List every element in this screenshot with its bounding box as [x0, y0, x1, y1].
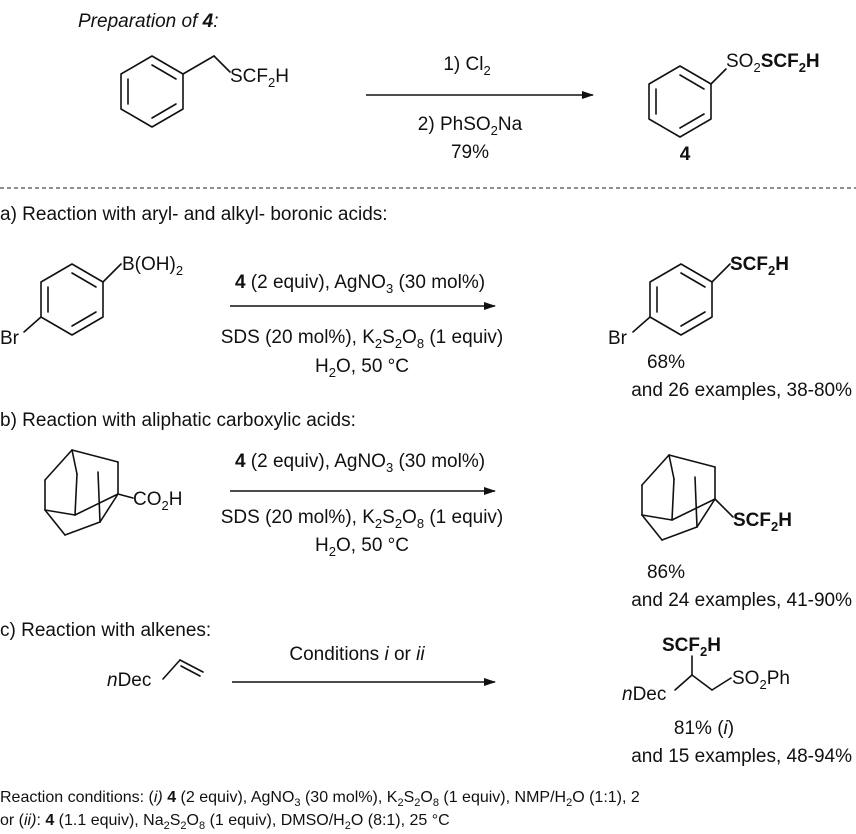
alkene-product-bonds — [674, 655, 732, 691]
c-s-bond-a — [711, 263, 731, 283]
a-cond-below-1: SDS (20 mol%), K2S2O8 (1 equiv) — [221, 327, 504, 351]
prep-product-group: SO2SCF2H — [726, 51, 820, 75]
benzene-ring-prep-sm — [120, 55, 184, 128]
footnote-line-1: Reaction conditions: (i) 4 (2 equiv), Ag… — [0, 789, 640, 809]
ch2-s-bond — [213, 55, 231, 73]
c-b-bond — [102, 263, 122, 283]
a-sm-br: Br — [0, 328, 20, 349]
c-examples: and 15 examples, 48-94% — [631, 746, 852, 767]
c-s-bond-b — [714, 498, 734, 518]
b-cond-below-1: SDS (20 mol%), K2S2O8 (1 equiv) — [221, 507, 504, 531]
prep-sm-group: SCF2H — [230, 66, 289, 90]
c-br-bond — [23, 316, 42, 333]
c-co2h-bond — [117, 493, 134, 499]
ch2-bond — [182, 55, 215, 75]
c-product-top: SCF2H — [662, 635, 721, 659]
footnote-line-2: or (ii): 4 (1.1 equiv), Na2S2O8 (1 equiv… — [0, 812, 450, 832]
c-sm-label: nDec — [107, 670, 151, 691]
a-sm-group: B(OH)2 — [122, 254, 183, 278]
section-a-title: a) Reaction with aryl- and alkyl- boroni… — [0, 204, 388, 225]
b-cond-above: 4 (2 equiv), AgNO3 (30 mol%) — [235, 451, 485, 475]
section-b-title: b) Reaction with aliphatic carboxylic ac… — [0, 410, 356, 431]
adamantane-product — [641, 454, 716, 541]
alkene-bonds — [162, 659, 204, 680]
ph-s-bond — [710, 68, 727, 85]
a-product-group: SCF2H — [730, 254, 789, 278]
b-yield: 86% — [647, 562, 685, 583]
c-product-left: nDec — [622, 684, 666, 705]
prep-yield: 79% — [451, 142, 489, 163]
b-cond-below-2: H2O, 50 °C — [315, 535, 409, 559]
a-cond-below-2: H2O, 50 °C — [315, 356, 409, 380]
c-br-bond-a — [632, 316, 651, 333]
b-sm-group: CO2H — [133, 489, 182, 513]
a-product-br: Br — [608, 328, 628, 349]
a-yield: 68% — [647, 352, 685, 373]
b-examples: and 24 examples, 41-90% — [631, 590, 852, 611]
prep-step2: 2) PhSO2Na — [418, 114, 523, 138]
a-examples: and 26 examples, 38-80% — [631, 380, 852, 401]
benzene-ring-a-product — [649, 263, 713, 336]
a-cond-above: 4 (2 equiv), AgNO3 (30 mol%) — [235, 272, 485, 296]
c-product-right: SO2Ph — [732, 668, 790, 692]
benzene-ring-prep-product — [648, 65, 712, 138]
prep-product-number: 4 — [680, 144, 691, 165]
prep-title: Preparation of 4: — [78, 11, 219, 32]
adamantane-sm — [44, 449, 119, 536]
c-yield: 81% (i) — [674, 718, 734, 739]
prep-step1: 1) Cl2 — [443, 54, 490, 78]
c-conditions: Conditions i or ii — [289, 644, 425, 665]
benzene-ring-a-sm — [40, 263, 104, 336]
b-product-group: SCF2H — [733, 510, 792, 534]
section-c-title: c) Reaction with alkenes: — [0, 620, 211, 641]
